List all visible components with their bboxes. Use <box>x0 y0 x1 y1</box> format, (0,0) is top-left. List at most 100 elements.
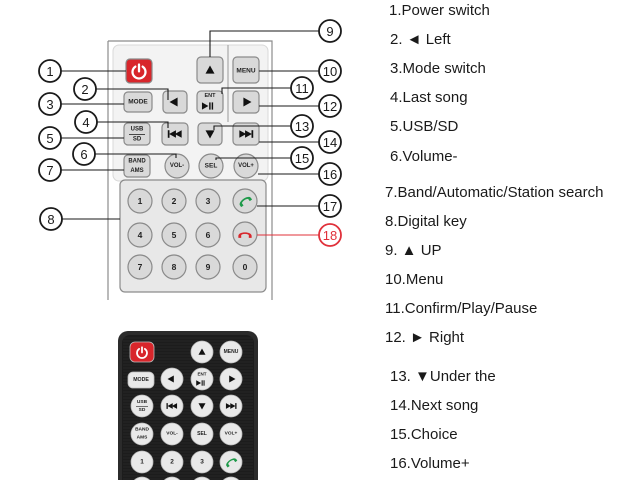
marker-circle <box>318 194 342 218</box>
marker-circle <box>318 223 342 247</box>
photo-usb-sd-button <box>130 394 154 418</box>
legend-item-11: 11.Confirm/Play/Pause <box>385 300 538 317</box>
keypad-area <box>119 179 267 293</box>
marker-circle <box>72 142 96 166</box>
legend-item-14: 14.Next song <box>390 397 479 414</box>
triangle-right-icon <box>229 375 236 383</box>
marker-label: 1 <box>46 64 53 79</box>
photo-digit-button <box>160 450 184 474</box>
photo-menu-label: MENU <box>224 349 239 355</box>
play-pause-icon <box>196 380 205 386</box>
digit-label: 4 <box>138 230 143 240</box>
triangle-left-icon <box>167 375 174 383</box>
digit-button <box>195 188 221 214</box>
legend-item-3: 3.Mode switch <box>390 60 486 77</box>
photo-ent-label: ENT <box>198 372 207 377</box>
marker-label: 8 <box>47 212 54 227</box>
vol-plus-label: VOL+ <box>238 163 254 169</box>
menu-label: MENU <box>236 68 255 75</box>
marker-label: 2 <box>81 82 88 97</box>
next-track-icon <box>225 403 237 409</box>
digit-button <box>161 222 187 248</box>
marker-circle <box>290 146 314 170</box>
marker-label: 9 <box>326 24 333 39</box>
photo-vol-plus-button <box>219 422 243 446</box>
legend-item-1: 1.Power switch <box>389 2 490 19</box>
photo-sd-label: SD <box>139 407 146 413</box>
digit-label: 3 <box>206 196 211 206</box>
leader-line <box>209 30 319 57</box>
power-icon <box>136 346 148 359</box>
triangle-right-icon <box>243 97 252 107</box>
legend-item-6: 6.Volume- <box>390 148 458 165</box>
usb-label: USB <box>131 127 144 133</box>
sel-label: SEL <box>205 163 218 170</box>
previous-track-icon <box>166 403 178 409</box>
mode-label: MODE <box>128 99 148 106</box>
digit-button <box>161 188 187 214</box>
photo-mode-button <box>127 371 155 389</box>
marker-label: 15 <box>295 151 309 166</box>
legend-item-2: 2. ◄ Left <box>390 31 451 48</box>
digit-label: 1 <box>138 196 143 206</box>
sd-label: SD <box>133 137 142 143</box>
ams-label: AMS <box>130 168 143 174</box>
legend-item-4: 4.Last song <box>390 89 468 106</box>
ent-label: ENT <box>205 93 217 99</box>
leader-line <box>95 153 177 158</box>
triangle-down-icon <box>205 130 215 139</box>
marker-label: 17 <box>323 199 337 214</box>
legend-item-16: 16.Volume+ <box>390 455 470 472</box>
photo-vol-minus-label: VOL- <box>166 431 178 437</box>
digit-button <box>127 254 153 280</box>
legend-item-5: 5.USB/SD <box>390 118 459 135</box>
digit-label: 7 <box>138 262 143 272</box>
vol-minus-button <box>164 153 190 179</box>
marker-label: 14 <box>323 135 337 150</box>
phone-hangup-icon <box>238 232 252 238</box>
marker-circle <box>318 162 342 186</box>
digit-button <box>195 254 221 280</box>
photo-mode-label: MODE <box>133 377 149 383</box>
leader-line <box>213 125 291 130</box>
marker-label: 7 <box>46 163 53 178</box>
digit-label: 6 <box>206 230 211 240</box>
marker-circle <box>73 77 97 101</box>
digit-button <box>195 222 221 248</box>
photo-sel-label: SEL <box>197 431 207 437</box>
previous-track-icon <box>167 130 182 138</box>
legend-item-9: 9. ▲ UP <box>385 242 442 259</box>
leader-line <box>215 157 291 160</box>
legend-item-12: 12. ► Right <box>385 329 465 346</box>
digit-button <box>127 222 153 248</box>
marker-circle <box>39 207 63 231</box>
power-icon <box>131 63 147 80</box>
photo-vol-minus-button <box>160 422 184 446</box>
play-pause-icon <box>201 102 214 110</box>
marker-circle <box>290 114 314 138</box>
triangle-down-icon <box>198 403 206 410</box>
marker-label: 10 <box>323 64 337 79</box>
triangle-up-icon <box>205 65 215 74</box>
vol-minus-label: VOL- <box>170 163 184 169</box>
digit-label: 5 <box>172 230 177 240</box>
marker-circle <box>38 92 62 116</box>
photo-ams-label: AMS <box>137 435 148 441</box>
hangup-button <box>232 221 258 247</box>
marker-circle <box>318 19 342 43</box>
photo-next-row-button <box>193 476 211 480</box>
digit-button <box>127 188 153 214</box>
marker-label: 11 <box>295 81 309 96</box>
marker-label: 12 <box>323 99 337 114</box>
phone-call-icon <box>226 458 238 468</box>
marker-circle <box>74 110 98 134</box>
triangle-up-icon <box>198 348 206 355</box>
phone-call-icon <box>239 196 253 208</box>
photo-next-row-button <box>222 476 240 480</box>
digit-label: 8 <box>172 262 177 272</box>
legend-item-15: 15.Choice <box>390 426 458 443</box>
marker-label: 6 <box>80 147 87 162</box>
